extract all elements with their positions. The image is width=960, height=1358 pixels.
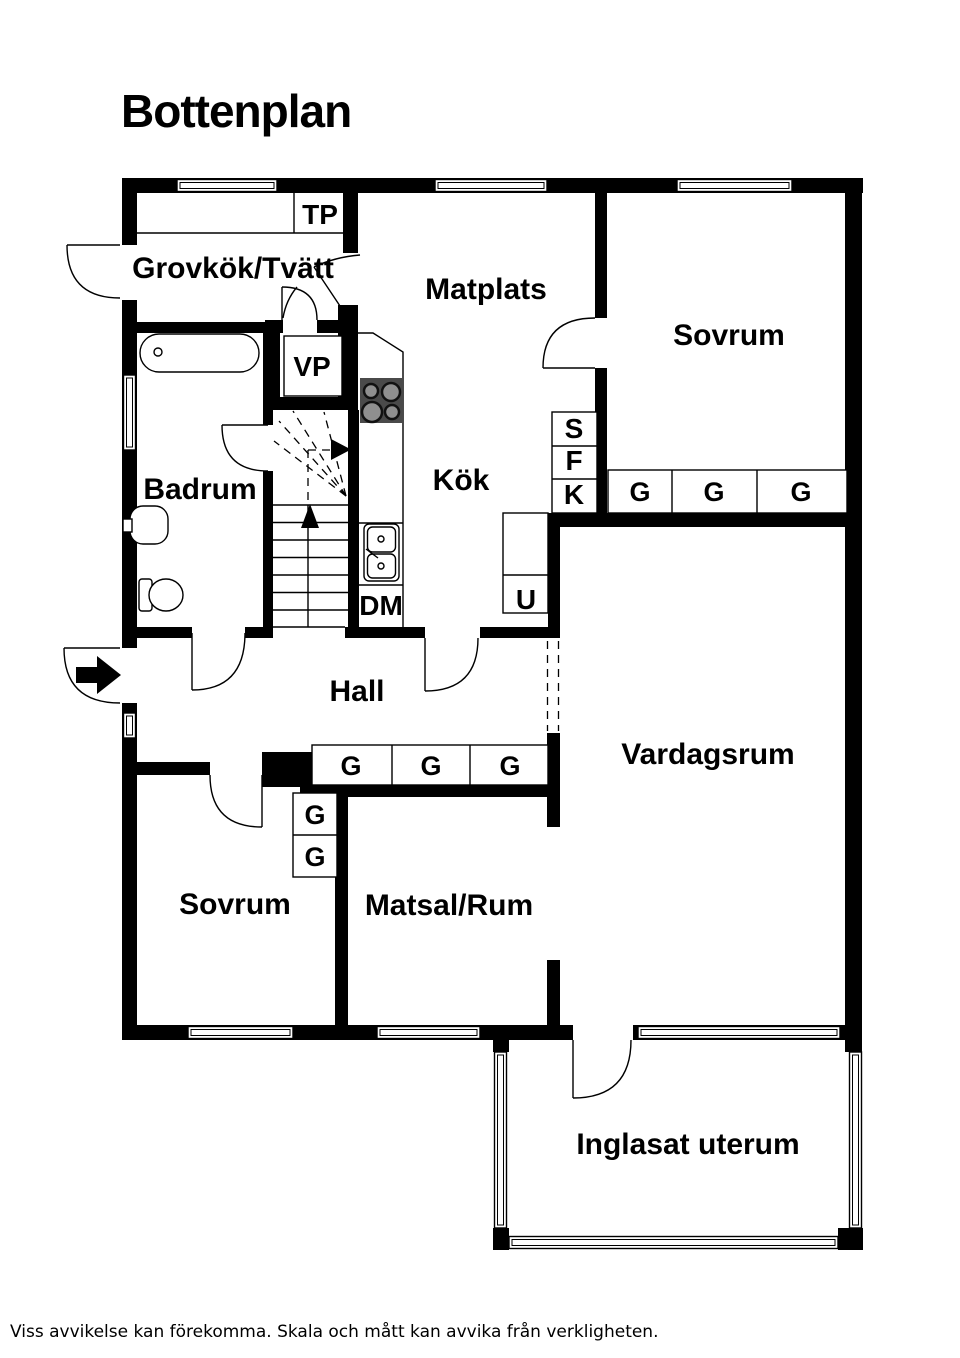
door-badrum-hall — [191, 632, 246, 691]
door-kok-hall — [424, 637, 479, 692]
stair-up-arrow-icon — [301, 504, 319, 528]
washbasin-icon — [122, 505, 169, 545]
door-uterum — [572, 1039, 632, 1099]
glazed-wall — [508, 1235, 839, 1250]
label-g: G — [703, 477, 724, 507]
fixtures — [122, 333, 403, 612]
disclaimer-text: Viss avvikelse kan förekomma. Skala och … — [10, 1322, 659, 1342]
window — [637, 1025, 841, 1040]
label-dm: DM — [359, 590, 403, 621]
label-s: S — [565, 413, 584, 444]
label-g: G — [340, 751, 361, 781]
window — [434, 178, 548, 193]
label-g: G — [790, 477, 811, 507]
room-label-matplats: Matplats — [425, 273, 547, 306]
room-label-hall: Hall — [329, 675, 384, 708]
glazed-wall — [493, 1051, 508, 1229]
doors — [63, 244, 632, 1099]
room-label-sovrum-top: Sovrum — [673, 319, 785, 352]
label-vp: VP — [293, 351, 330, 382]
door-entry — [63, 647, 121, 704]
windows — [122, 178, 863, 1250]
window — [122, 712, 137, 739]
label-g: G — [304, 842, 325, 872]
cabinetry — [137, 193, 848, 878]
entry-arrow-icon — [76, 656, 121, 694]
kitchen-sink-icon — [363, 523, 400, 582]
room-label-sovrum-bottom: Sovrum — [179, 888, 291, 921]
window — [187, 1025, 294, 1040]
door-grovkok-exterior — [66, 244, 121, 299]
label-tp: TP — [302, 199, 338, 230]
door-grovkok-matplats — [282, 254, 361, 319]
stove-icon — [360, 378, 403, 424]
room-label-kok: Kök — [433, 464, 490, 497]
room-label-uterum: Inglasat uterum — [576, 1128, 799, 1161]
label-f: F — [565, 445, 582, 476]
door-vp-niche — [281, 286, 318, 321]
opening-dashed — [546, 641, 560, 731]
door-sovrum-bottom — [209, 774, 263, 828]
window — [122, 374, 137, 451]
room-label-badrum: Badrum — [143, 473, 256, 506]
label-g: G — [304, 800, 325, 830]
room-labels: Grovkök/Tvätt Matplats Sovrum Badrum Kök… — [132, 252, 800, 1161]
glazed-wall — [848, 1051, 863, 1229]
room-label-vardagsrum: Vardagsrum — [621, 738, 794, 771]
room-label-grovkok: Grovkök/Tvätt — [132, 252, 334, 285]
label-g: G — [420, 751, 441, 781]
label-u: U — [516, 584, 536, 615]
fixture-labels: TP VP DM U S F K G G G G G G G G — [293, 199, 811, 872]
window — [376, 1025, 481, 1040]
label-g: G — [499, 751, 520, 781]
stair-dir-arrow-icon — [331, 439, 351, 460]
toilet-icon — [138, 578, 184, 612]
staircase — [273, 410, 351, 628]
door-badrum-stair — [221, 424, 269, 472]
door-sovrum-top — [542, 317, 596, 369]
bathtub-icon — [139, 333, 260, 373]
label-g: G — [629, 477, 650, 507]
page-title: Bottenplan — [121, 85, 352, 137]
label-k: K — [564, 479, 584, 510]
heat-pump-unit — [283, 335, 343, 397]
window — [676, 178, 793, 193]
room-label-matsal: Matsal/Rum — [365, 889, 533, 922]
window — [176, 178, 278, 193]
